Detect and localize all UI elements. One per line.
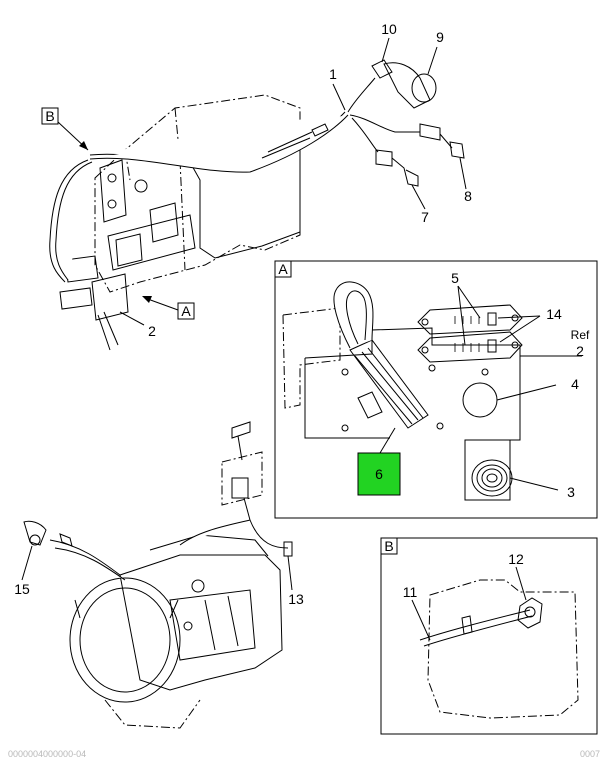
callout-8[interactable]: 8 xyxy=(464,188,472,204)
callout-1[interactable]: 1 xyxy=(329,66,337,82)
detail-b-title: B xyxy=(384,538,393,554)
callout-7[interactable]: 7 xyxy=(421,209,429,225)
callout-14[interactable]: 14 xyxy=(546,306,562,322)
callout-11[interactable]: 11 xyxy=(403,584,418,600)
callout-2[interactable]: 2 xyxy=(148,323,156,339)
callout-13[interactable]: 13 xyxy=(288,591,304,607)
callout-5[interactable]: 5 xyxy=(451,270,459,286)
lower-assembly xyxy=(23,421,293,729)
leader-lines xyxy=(21,37,582,641)
upper-assembly xyxy=(49,59,465,351)
detail-b: B xyxy=(380,537,598,735)
view-marker-a[interactable]: A xyxy=(142,296,195,320)
callout-4[interactable]: 4 xyxy=(571,376,579,392)
detail-a-title: A xyxy=(278,261,288,277)
footer-right: 0007 xyxy=(580,749,600,759)
callout-15[interactable]: 15 xyxy=(14,581,30,597)
view-marker-a-label: A xyxy=(181,303,191,319)
view-marker-b-label: B xyxy=(45,108,54,124)
footer-left: 0000004000000-04 xyxy=(8,749,86,759)
callout-10[interactable]: 10 xyxy=(381,21,397,37)
view-marker-b[interactable]: B xyxy=(41,107,89,151)
callout-ref-2[interactable]: 2 xyxy=(576,343,584,359)
callout-12[interactable]: 12 xyxy=(508,551,524,567)
callout-ref-word: Ref xyxy=(571,328,590,342)
callouts: 1 2 3 4 5 6 7 8 9 10 11 12 13 14 15 Ref … xyxy=(14,21,590,607)
detail-a: A xyxy=(274,260,598,519)
item-6-highlight[interactable] xyxy=(357,452,401,496)
callout-3[interactable]: 3 xyxy=(567,484,575,500)
callout-6[interactable]: 6 xyxy=(375,466,383,482)
footer: 0000004000000-04 0007 xyxy=(8,749,600,759)
callout-9[interactable]: 9 xyxy=(436,29,444,45)
